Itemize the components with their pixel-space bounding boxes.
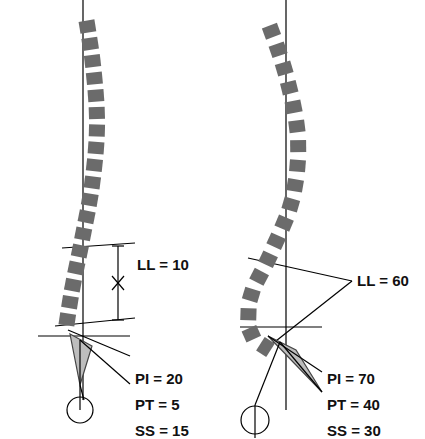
vertebra <box>269 42 288 59</box>
vertebra <box>71 243 89 258</box>
vertebra <box>274 215 293 232</box>
dimension-tick <box>112 276 124 290</box>
measurement-label: SS = 30 <box>326 422 382 439</box>
vertebra <box>288 119 305 133</box>
vertebra <box>86 72 103 86</box>
measurement-label: PT = 5 <box>134 396 181 414</box>
vertebra <box>74 226 92 241</box>
vertebra <box>266 232 286 250</box>
measurement-label: SS = 15 <box>134 422 190 439</box>
vertebra <box>81 192 99 207</box>
vertebra <box>242 287 261 303</box>
measurement-label: PI = 70 <box>326 370 376 388</box>
sacral-slope-line <box>68 330 130 356</box>
pi-line <box>80 340 130 384</box>
vertebra <box>280 80 298 95</box>
measurement-label: LL = 60 <box>356 272 410 290</box>
vertebra <box>81 37 99 51</box>
vertebra <box>88 141 105 154</box>
measurement-label: PI = 20 <box>134 370 184 388</box>
vertebra <box>84 54 101 68</box>
vertebra <box>58 312 76 326</box>
vertical-reference <box>254 405 255 438</box>
sacral-slope-line <box>268 336 322 372</box>
vertebra <box>289 159 306 172</box>
vertebra <box>87 89 104 102</box>
vertebra <box>86 158 103 172</box>
vertebra <box>275 61 294 77</box>
vertebra <box>67 260 85 275</box>
vertebra <box>286 178 304 193</box>
vertebra <box>262 23 281 40</box>
dimension-tick <box>112 319 124 320</box>
vertebra <box>64 278 82 293</box>
vertical-reference <box>79 340 80 410</box>
vertebra <box>249 268 269 286</box>
dimension-tick <box>112 245 124 246</box>
vertebra <box>290 140 306 152</box>
vertebra <box>242 325 262 342</box>
vertebra <box>61 295 79 309</box>
sacrum-wedge <box>268 336 322 392</box>
vertebra <box>258 250 278 268</box>
vertebral-column <box>240 22 306 357</box>
femoral-head <box>67 397 93 423</box>
pi-line <box>280 342 322 392</box>
vertebra <box>285 99 303 114</box>
measurement-label: LL = 10 <box>136 256 190 274</box>
vertebra <box>89 107 105 120</box>
measurement-label: PT = 40 <box>326 396 381 414</box>
vertebral-column <box>58 18 105 328</box>
vertebra <box>281 197 300 213</box>
vertebra <box>84 175 101 189</box>
vertebra <box>240 308 256 320</box>
vertebra <box>79 19 97 33</box>
vertebra <box>89 124 105 136</box>
dimension-tick <box>112 276 124 290</box>
vertebra <box>256 337 275 357</box>
femoral-head <box>241 406 269 434</box>
vertebra <box>78 209 96 224</box>
